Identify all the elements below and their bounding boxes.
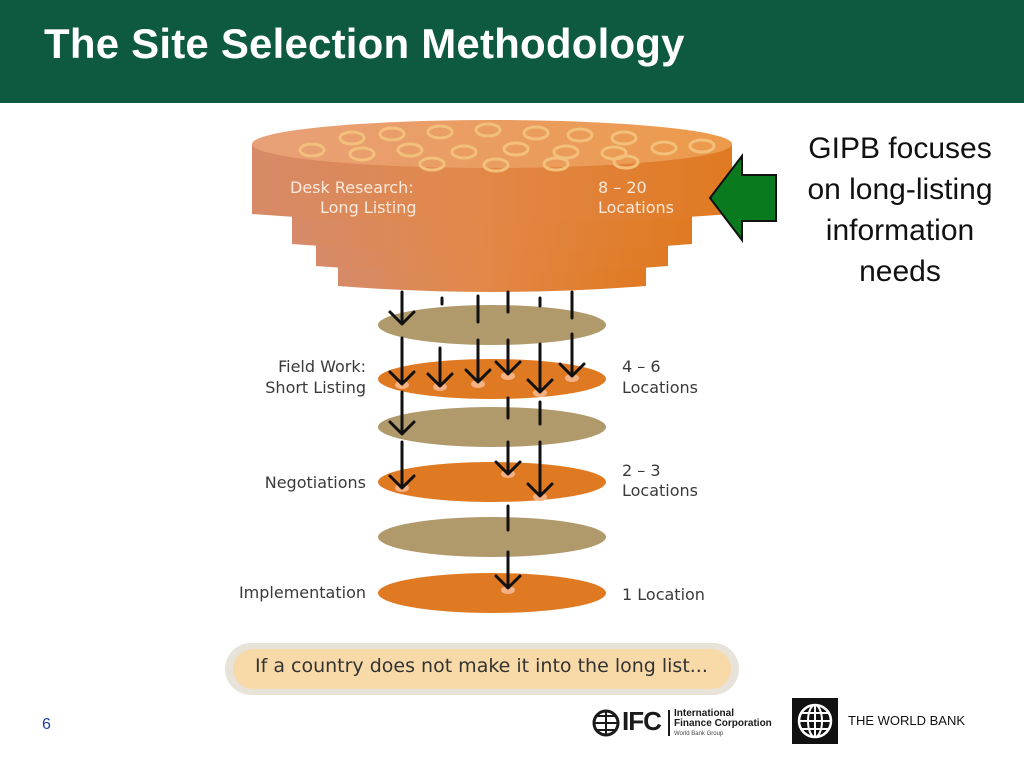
world-bank-logo-icon (792, 698, 838, 744)
long-list-banner: If a country does not make it into the l… (225, 643, 739, 695)
arrow-2b (426, 346, 454, 388)
disc-tan-2 (378, 407, 606, 447)
ifc-globe-icon (592, 709, 620, 737)
callout-line: information (825, 214, 975, 247)
slide-header: The Site Selection Methodology (0, 0, 1024, 103)
ifc-name-line: International (674, 708, 735, 719)
ifc-name-line: Finance Corporation (674, 718, 772, 729)
world-bank-globe-icon (797, 703, 833, 739)
disc-orange-implementation (378, 573, 606, 613)
banner-text: If a country does not make it into the l… (255, 655, 708, 677)
stage-field-label-line1: Field Work: (278, 357, 366, 376)
arrow-2c (464, 338, 492, 384)
stage-field-label-line2: Short Listing (265, 378, 366, 397)
arrow-4a (388, 440, 416, 490)
ifc-tagline: World Bank Group (674, 731, 724, 737)
stage-desk-count-line1: 8 – 20 (598, 178, 647, 197)
funnel-tier-2 (292, 214, 692, 252)
arrow-3a (388, 390, 416, 436)
funnel-top-stage: Desk Research: Long Listing 8 – 20 Locat… (252, 120, 732, 292)
disc-tan-1 (378, 305, 606, 345)
stage-desk-label-line1: Desk Research: (290, 178, 414, 197)
stage-implementation-count: 1 Location (622, 585, 705, 604)
stage-field-count-line1: 4 – 6 (622, 357, 661, 376)
stage-desk-count-line2: Locations (598, 198, 674, 217)
stage-implementation-label: Implementation (239, 583, 366, 602)
arrow-6 (494, 550, 522, 590)
arrow-1a (388, 290, 416, 326)
disc-tan-3 (378, 517, 606, 557)
disc-orange-negotiations (378, 462, 606, 502)
slide-title: The Site Selection Methodology (44, 20, 685, 67)
callout-line: GIPB focuses (808, 132, 992, 165)
arrow-4c (526, 440, 554, 498)
banner-inner: If a country does not make it into the l… (233, 649, 731, 689)
ifc-name: International Finance Corporation (674, 709, 772, 729)
stage-negotiations-label: Negotiations (265, 473, 366, 492)
ifc-logo: IFC International Finance Corporation Wo… (592, 706, 776, 740)
callout-text: GIPB focuses on long-listing information… (784, 128, 1016, 292)
stage-negotiations-count-line1: 2 – 3 (622, 461, 661, 480)
callout-arrow-icon (708, 153, 777, 243)
ifc-wordmark: IFC (622, 706, 662, 736)
ifc-divider (668, 710, 670, 736)
arrow-2f (558, 332, 586, 378)
location-rings (298, 122, 716, 173)
arrow-2d (494, 338, 522, 376)
arrow-2e (526, 342, 554, 394)
arrow-2a (388, 336, 416, 386)
callout-line: needs (859, 255, 941, 288)
selection-arrows (388, 290, 586, 590)
arrow-4b (494, 440, 522, 476)
stage-desk-label-line2: Long Listing (320, 198, 417, 217)
page-number: 6 (42, 716, 51, 733)
world-bank-name: THE WORLD BANK (848, 713, 966, 728)
stage-field-count-line2: Locations (622, 378, 698, 397)
callout-line: on long-listing (807, 173, 993, 206)
stage-negotiations-count-line2: Locations (622, 481, 698, 500)
